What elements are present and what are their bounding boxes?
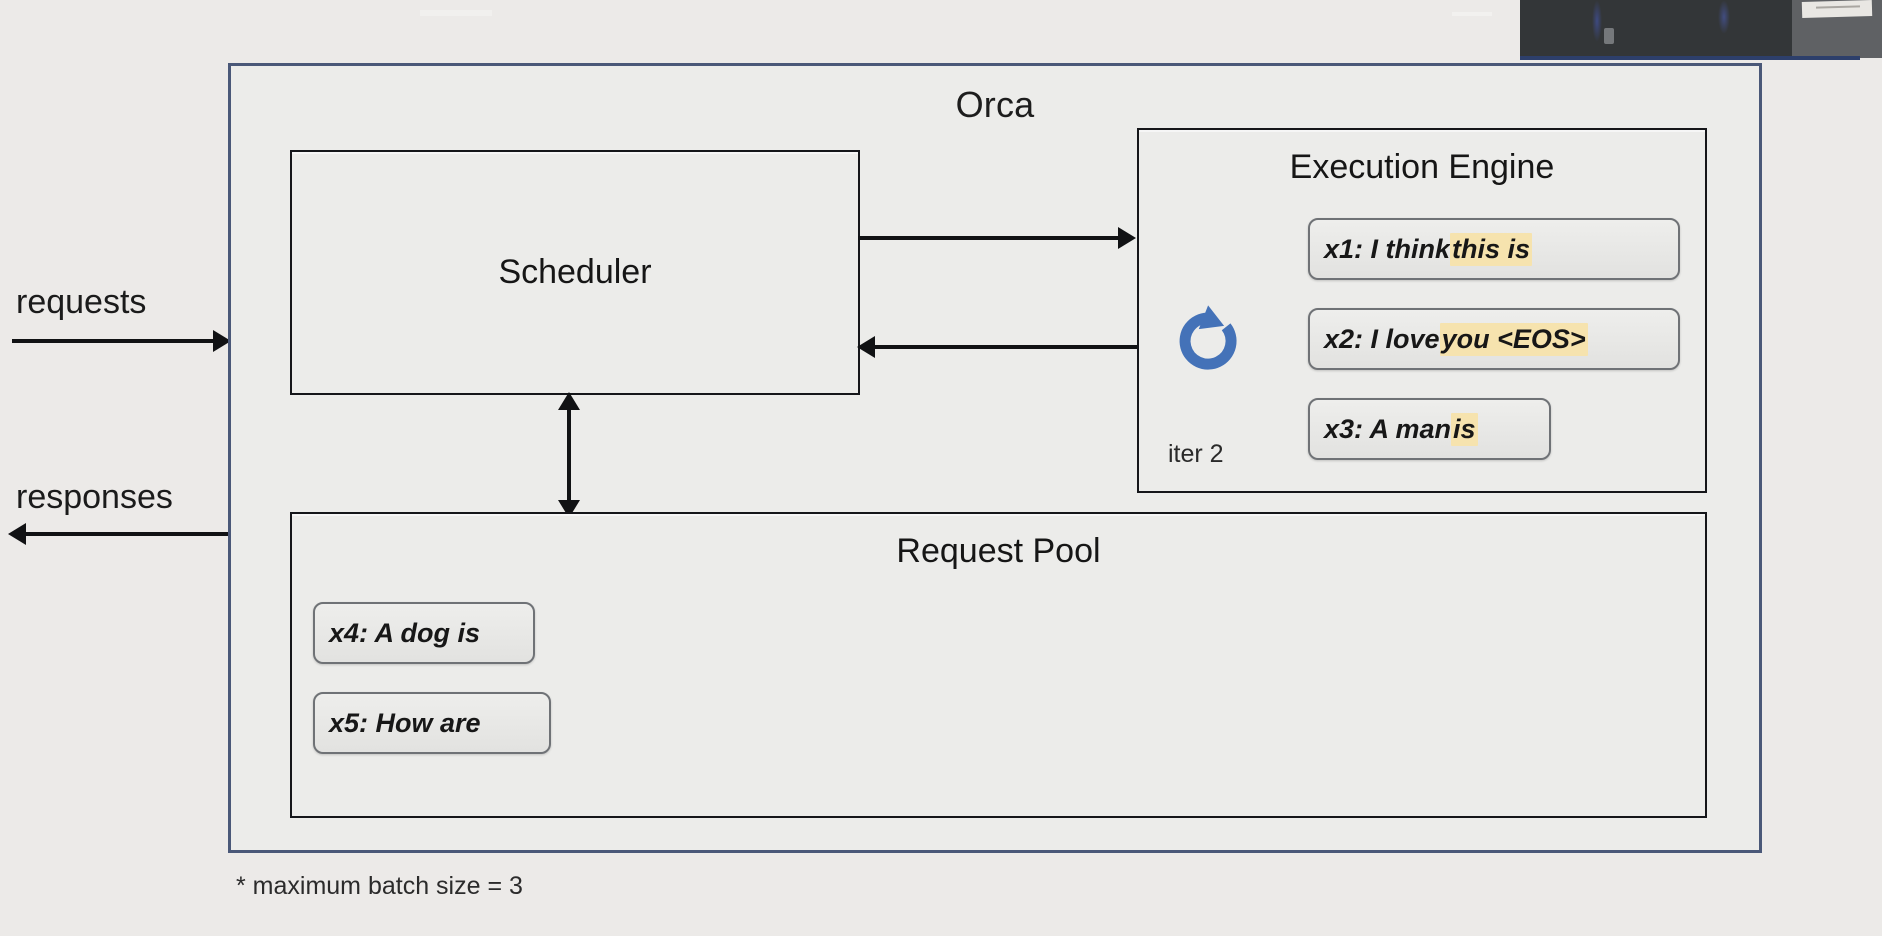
responses-arrow-line: [24, 532, 232, 536]
execution-engine-title: Execution Engine: [1289, 148, 1555, 186]
chip-x2-prefix: x2: I love: [1324, 323, 1440, 354]
request-pool-box: Request Pool: [290, 512, 1707, 818]
scheduler-title: Scheduler: [498, 253, 652, 291]
engine-to-scheduler-arrow-line: [872, 345, 1140, 349]
orca-title: Orca: [955, 84, 1035, 125]
engine-request-chip-x2[interactable]: x2: I love you <EOS>: [1308, 308, 1680, 370]
chip-x2-highlight: you <EOS>: [1439, 322, 1588, 356]
scheduler-box: Scheduler: [290, 150, 860, 395]
chip-x3-highlight: is: [1451, 412, 1478, 446]
scheduler-pool-arrow-head-up: [558, 392, 580, 410]
chip-x1-highlight: this is: [1450, 232, 1533, 266]
iteration-label: iter 2: [1168, 440, 1224, 468]
top-faint-artifact-right: [1452, 12, 1492, 16]
overlay-paper-sheet: [1801, 0, 1873, 18]
refresh-loop-icon: [1179, 305, 1237, 370]
video-call-overlay: [1520, 0, 1882, 58]
chip-x4-text: x4: A dog is: [329, 617, 481, 648]
footnote-max-batch-size: * maximum batch size = 3: [236, 872, 523, 900]
overlay-glow-right: [1718, 0, 1730, 34]
responses-label: responses: [16, 478, 173, 516]
requests-arrow-line: [12, 339, 222, 343]
top-faint-artifact-left: [420, 10, 492, 16]
scheduler-pool-arrow-line: [567, 400, 571, 508]
scheduler-to-engine-arrow-line: [858, 236, 1126, 240]
engine-request-chip-x1[interactable]: x1: I think this is: [1308, 218, 1680, 280]
responses-arrow-head: [8, 523, 26, 545]
chip-x1-prefix: x1: I think: [1324, 233, 1451, 264]
scheduler-to-engine-arrow-head: [1118, 227, 1136, 249]
engine-request-chip-x3[interactable]: x3: A man is: [1308, 398, 1551, 460]
engine-to-scheduler-arrow-head: [857, 336, 875, 358]
pool-request-chip-x4[interactable]: x4: A dog is: [313, 602, 535, 664]
overlay-side-panel: [1792, 0, 1882, 58]
chip-x3-prefix: x3: A man: [1324, 413, 1452, 444]
request-pool-title: Request Pool: [896, 532, 1101, 570]
overlay-glow-left: [1592, 0, 1602, 42]
pool-request-chip-x5[interactable]: x5: How are: [313, 692, 551, 754]
overlay-presenter-silhouette: [1604, 28, 1614, 44]
chip-x5-text: x5: How are: [329, 707, 481, 738]
requests-arrow-head: [213, 330, 231, 352]
requests-label: requests: [16, 283, 147, 321]
video-overlay-underline: [1520, 56, 1860, 60]
